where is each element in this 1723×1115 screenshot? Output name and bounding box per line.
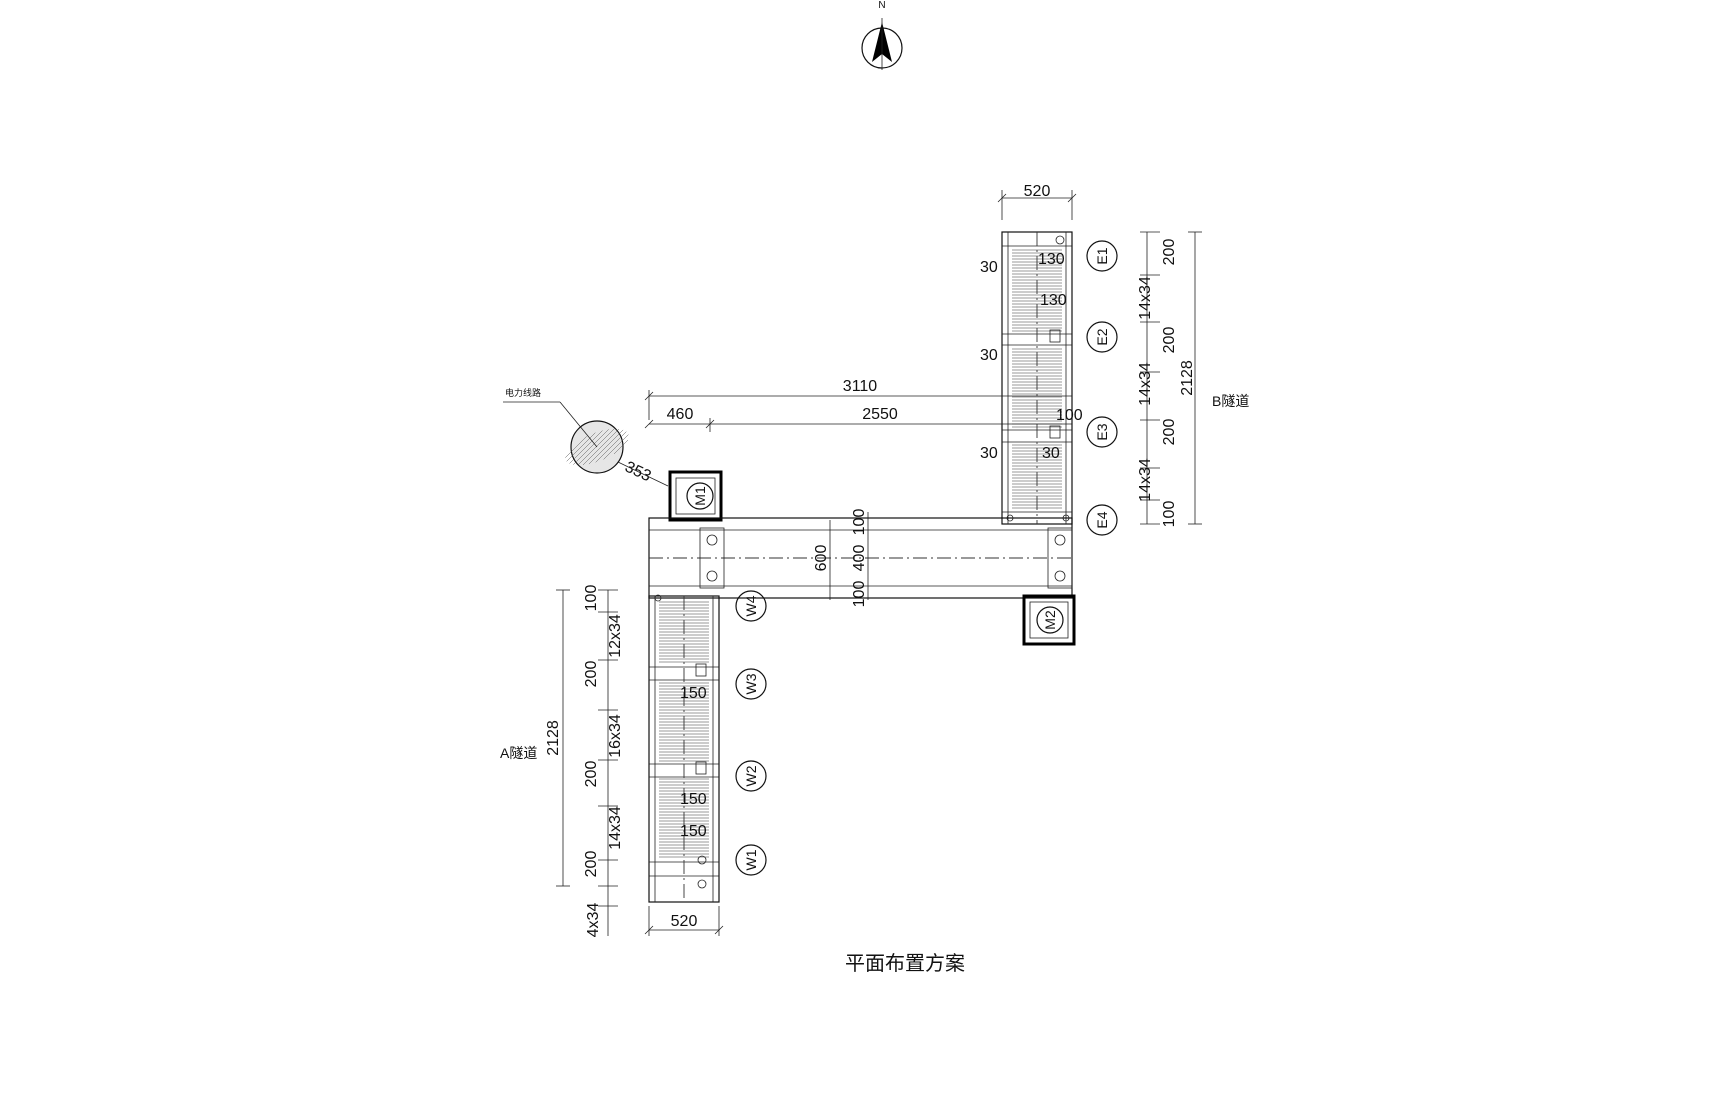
a-annot-3: 150 [680, 823, 707, 840]
b-seg-4: 14x34 [1137, 362, 1154, 406]
point-e4: E4 [1094, 511, 1110, 528]
a-seg-6: 14x34 [607, 806, 624, 850]
b-seg-5: 200 [1161, 419, 1178, 446]
a-seg-3: 200 [583, 661, 600, 688]
beam-upper: 100 [851, 509, 868, 536]
b-annot-3: 130 [1040, 292, 1067, 309]
cable-label: 电力线路 [505, 387, 541, 398]
column-m2-label: M2 [1042, 610, 1058, 630]
main-beam [648, 512, 1073, 600]
w-point-markers [735, 590, 767, 876]
beam-height: 600 [813, 545, 830, 572]
b-annot-6: 100 [1056, 407, 1083, 424]
b-segment-dim-lines [1140, 231, 1202, 525]
dim-3110: 3110 [843, 378, 878, 395]
dim-460: 460 [667, 406, 694, 423]
cable-dist: 353 [622, 459, 653, 486]
b-annot-2: 30 [980, 259, 998, 276]
b-tunnel-label: B隧道 [1212, 393, 1249, 409]
a-seg-4: 16x34 [607, 714, 624, 758]
b-width-dim [997, 190, 1077, 220]
a-annot-2: 150 [680, 791, 707, 808]
b-seg-2: 14x34 [1137, 276, 1154, 320]
b-width-text: 520 [1024, 183, 1051, 200]
b-annot-7: 30 [1042, 445, 1060, 462]
a-segment-dim-lines [556, 589, 618, 936]
point-e2: E2 [1094, 328, 1110, 345]
cable-circle-icon [503, 401, 669, 487]
column-m2 [1022, 594, 1076, 646]
a-seg-5: 200 [583, 761, 600, 788]
b-annot-5: 30 [980, 445, 998, 462]
e-point-markers [1086, 240, 1118, 536]
column-m1-label: M1 [692, 486, 708, 506]
a-tunnel-label: A隧道 [500, 745, 537, 761]
a-seg-1: 100 [583, 585, 600, 612]
a-total: 2128 [545, 720, 562, 756]
point-w1: W1 [743, 849, 759, 870]
beam-lower: 100 [851, 581, 868, 608]
a-width-text: 520 [671, 913, 698, 930]
b-annot-1: 130 [1038, 251, 1065, 268]
dim-2550: 2550 [862, 406, 898, 423]
point-e1: E1 [1094, 247, 1110, 264]
a-annot-1: 150 [680, 685, 707, 702]
a-tunnel-body [648, 594, 720, 903]
a-seg-7: 200 [583, 851, 600, 878]
point-e3: E3 [1094, 423, 1110, 440]
b-seg-1: 200 [1161, 239, 1178, 266]
b-annot-4: 30 [980, 347, 998, 364]
a-seg-8: 4x34 [585, 903, 602, 938]
b-total: 2128 [1179, 360, 1196, 396]
point-w4: W4 [743, 595, 759, 616]
drawing-title: 平面布置方案 [845, 952, 965, 975]
top-dim-lines [644, 390, 1072, 432]
column-m1 [668, 470, 723, 522]
north-arrow-icon [861, 18, 903, 70]
point-w2: W2 [743, 765, 759, 786]
a-seg-2: 12x34 [607, 614, 624, 658]
b-tunnel-body [1001, 231, 1073, 525]
b-seg-3: 200 [1161, 327, 1178, 354]
beam-middle: 400 [851, 545, 868, 572]
north-label: N [878, 0, 885, 11]
b-seg-7: 100 [1161, 501, 1178, 528]
a-width-dim [644, 906, 724, 936]
b-seg-6: 14x34 [1137, 458, 1154, 502]
point-w3: W3 [743, 673, 759, 694]
